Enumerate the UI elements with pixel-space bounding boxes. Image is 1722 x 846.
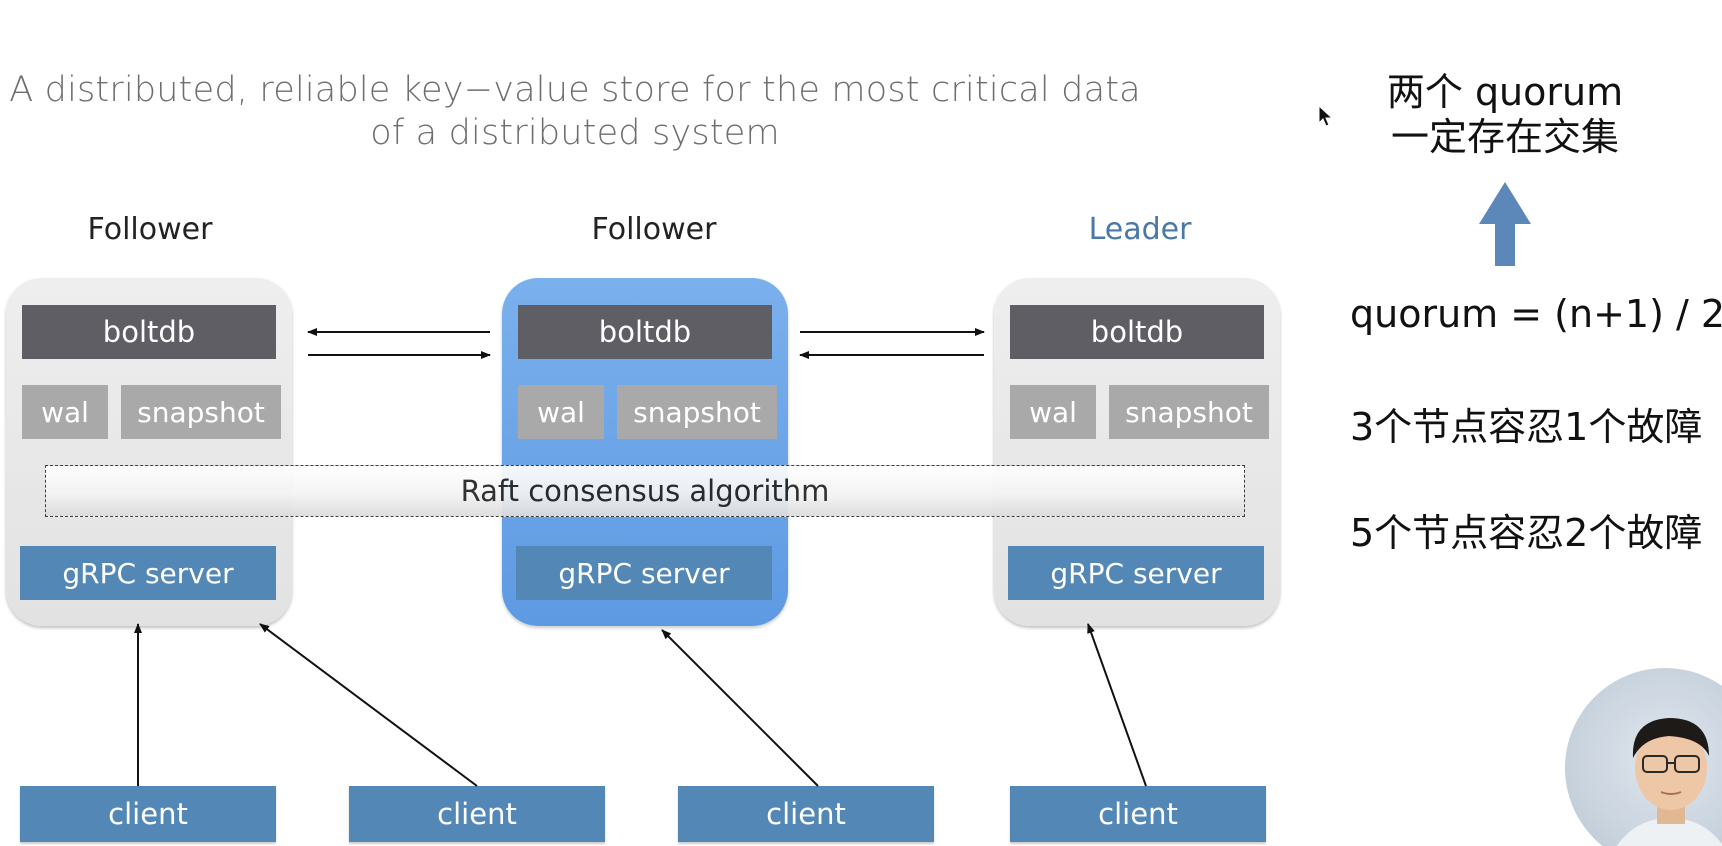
node-1-role-label: Follower — [87, 212, 213, 247]
tolerance-3-nodes: 3个节点容忍1个故障 — [1350, 405, 1703, 449]
snapshot-box: snapshot — [121, 385, 281, 439]
grpc-server-box: gRPC server — [20, 546, 276, 600]
presenter-video — [1565, 668, 1722, 846]
client-2-request-arrow — [259, 623, 478, 787]
etcd-node-2: boltdb wal snapshot gRPC server — [502, 278, 788, 626]
grpc-server-box: gRPC server — [1008, 546, 1264, 600]
quorum-formula: quorum = (n+1) / 2 — [1350, 292, 1722, 336]
node-3-role-label: Leader — [1088, 212, 1192, 247]
quorum-intersection-line-2: 一定存在交集 — [1390, 115, 1619, 159]
slide-title-line-1: A distributed, reliable key−value store … — [9, 70, 1141, 110]
slide-title-line-2: of a distributed system — [370, 113, 780, 153]
node-2-role-label: Follower — [591, 212, 717, 247]
boltdb-box: boltdb — [1010, 305, 1264, 359]
raft-consensus-bar: Raft consensus algorithm — [45, 465, 1245, 517]
etcd-node-3: boltdb wal snapshot gRPC server — [994, 278, 1280, 626]
client-box-2: client — [349, 786, 605, 842]
up-arrow-icon — [1479, 182, 1531, 266]
client-4-request-arrow — [1087, 623, 1147, 787]
grpc-server-box: gRPC server — [516, 546, 772, 600]
snapshot-box: snapshot — [617, 385, 777, 439]
quorum-intersection-line-1: 两个 quorum — [1386, 70, 1624, 114]
client-3-request-arrow — [661, 629, 819, 787]
wal-box: wal — [1010, 385, 1096, 439]
boltdb-box: boltdb — [22, 305, 276, 359]
etcd-node-1: boltdb wal snapshot gRPC server — [6, 278, 292, 626]
client-box-3: client — [678, 786, 934, 842]
snapshot-box: snapshot — [1109, 385, 1269, 439]
client-box-4: client — [1010, 786, 1266, 842]
presenter-avatar — [1616, 718, 1722, 846]
wal-box: wal — [518, 385, 604, 439]
boltdb-box: boltdb — [518, 305, 772, 359]
client-box-1: client — [20, 786, 276, 842]
tolerance-5-nodes: 5个节点容忍2个故障 — [1350, 511, 1703, 555]
mouse-cursor-icon — [1318, 105, 1334, 127]
wal-box: wal — [22, 385, 108, 439]
